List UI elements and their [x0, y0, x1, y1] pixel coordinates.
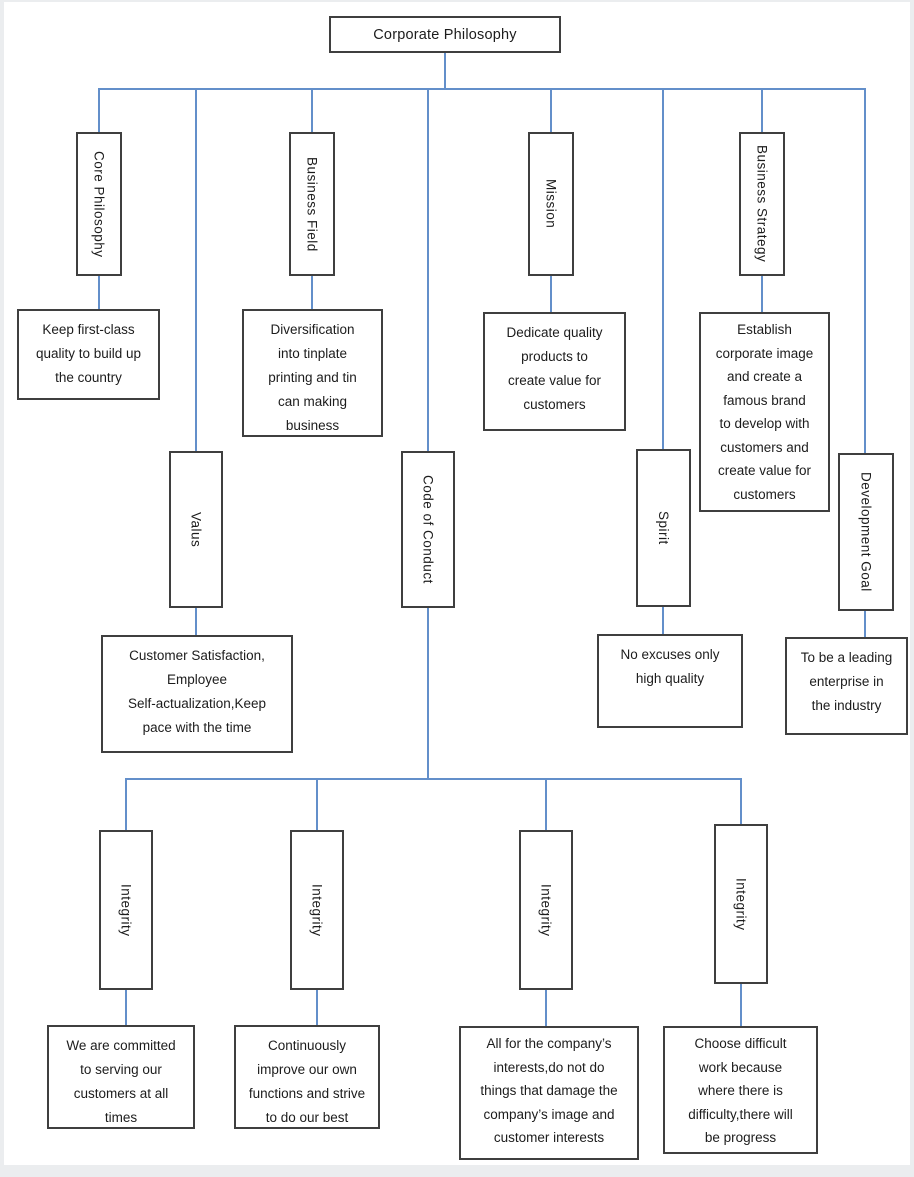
connector-drop-integrity-1: [125, 778, 127, 830]
node-core-philosophy: Core Philosophy: [76, 132, 122, 276]
connector-core-philosophy-desc: [98, 276, 100, 309]
node-integrity-3: Integrity: [519, 830, 573, 990]
connector-business-field-desc: [311, 276, 313, 309]
connector-integrity-2-desc: [316, 990, 318, 1025]
node-valus: Valus: [169, 451, 223, 608]
connector-root-stem: [444, 53, 446, 89]
node-spirit: Spirit: [636, 449, 691, 607]
node-business-field: Business Field: [289, 132, 335, 276]
desc-integrity-1: We are committed to serving our customer…: [47, 1025, 195, 1129]
connector-drop-spirit: [662, 88, 664, 449]
node-integrity-4: Integrity: [714, 824, 768, 984]
desc-integrity-2: Continuously improve our own functions a…: [234, 1025, 380, 1129]
desc-core-philosophy: Keep first-class quality to build up the…: [17, 309, 160, 400]
desc-integrity-4: Choose difficult work because where ther…: [663, 1026, 818, 1154]
desc-development-goal: To be a leading enterprise in the indust…: [785, 637, 908, 735]
connector-integrity-1-desc: [125, 990, 127, 1025]
connector-drop-valus: [195, 88, 197, 451]
connector-drop-development-goal: [864, 88, 866, 453]
connector-conduct-rail: [125, 778, 742, 780]
connector-main-rail: [98, 88, 866, 90]
connector-integrity-4-desc: [740, 984, 742, 1026]
node-code-of-conduct: Code of Conduct: [401, 451, 455, 608]
connector-drop-code-of-conduct: [427, 88, 429, 451]
desc-integrity-3: All for the company’s interests,do not d…: [459, 1026, 639, 1160]
node-business-strategy: Business Strategy: [739, 132, 785, 276]
connector-drop-core-philosophy: [98, 88, 100, 132]
connector-integrity-3-desc: [545, 990, 547, 1026]
node-integrity-1: Integrity: [99, 830, 153, 990]
node-corporate-philosophy: Corporate Philosophy: [329, 16, 561, 53]
connector-valus-desc: [195, 608, 197, 635]
node-development-goal: Development Goal: [838, 453, 894, 611]
desc-valus: Customer Satisfaction, Employee Self-act…: [101, 635, 293, 753]
connector-business-strategy-desc: [761, 276, 763, 312]
connector-drop-business-field: [311, 88, 313, 132]
connector-development-goal-desc: [864, 611, 866, 637]
connector-drop-integrity-4: [740, 778, 742, 824]
desc-business-field: Diversification into tinplate printing a…: [242, 309, 383, 437]
connector-drop-mission: [550, 88, 552, 132]
desc-mission: Dedicate quality products to create valu…: [483, 312, 626, 431]
connector-drop-business-strategy: [761, 88, 763, 132]
connector-code-of-conduct-stem: [427, 608, 429, 780]
node-mission: Mission: [528, 132, 574, 276]
connector-spirit-desc: [662, 607, 664, 634]
connector-drop-integrity-3: [545, 778, 547, 830]
connector-mission-desc: [550, 276, 552, 312]
connector-drop-integrity-2: [316, 778, 318, 830]
node-integrity-2: Integrity: [290, 830, 344, 990]
desc-business-strategy: Establish corporate image and create a f…: [699, 312, 830, 512]
desc-spirit: No excuses only high quality: [597, 634, 743, 728]
